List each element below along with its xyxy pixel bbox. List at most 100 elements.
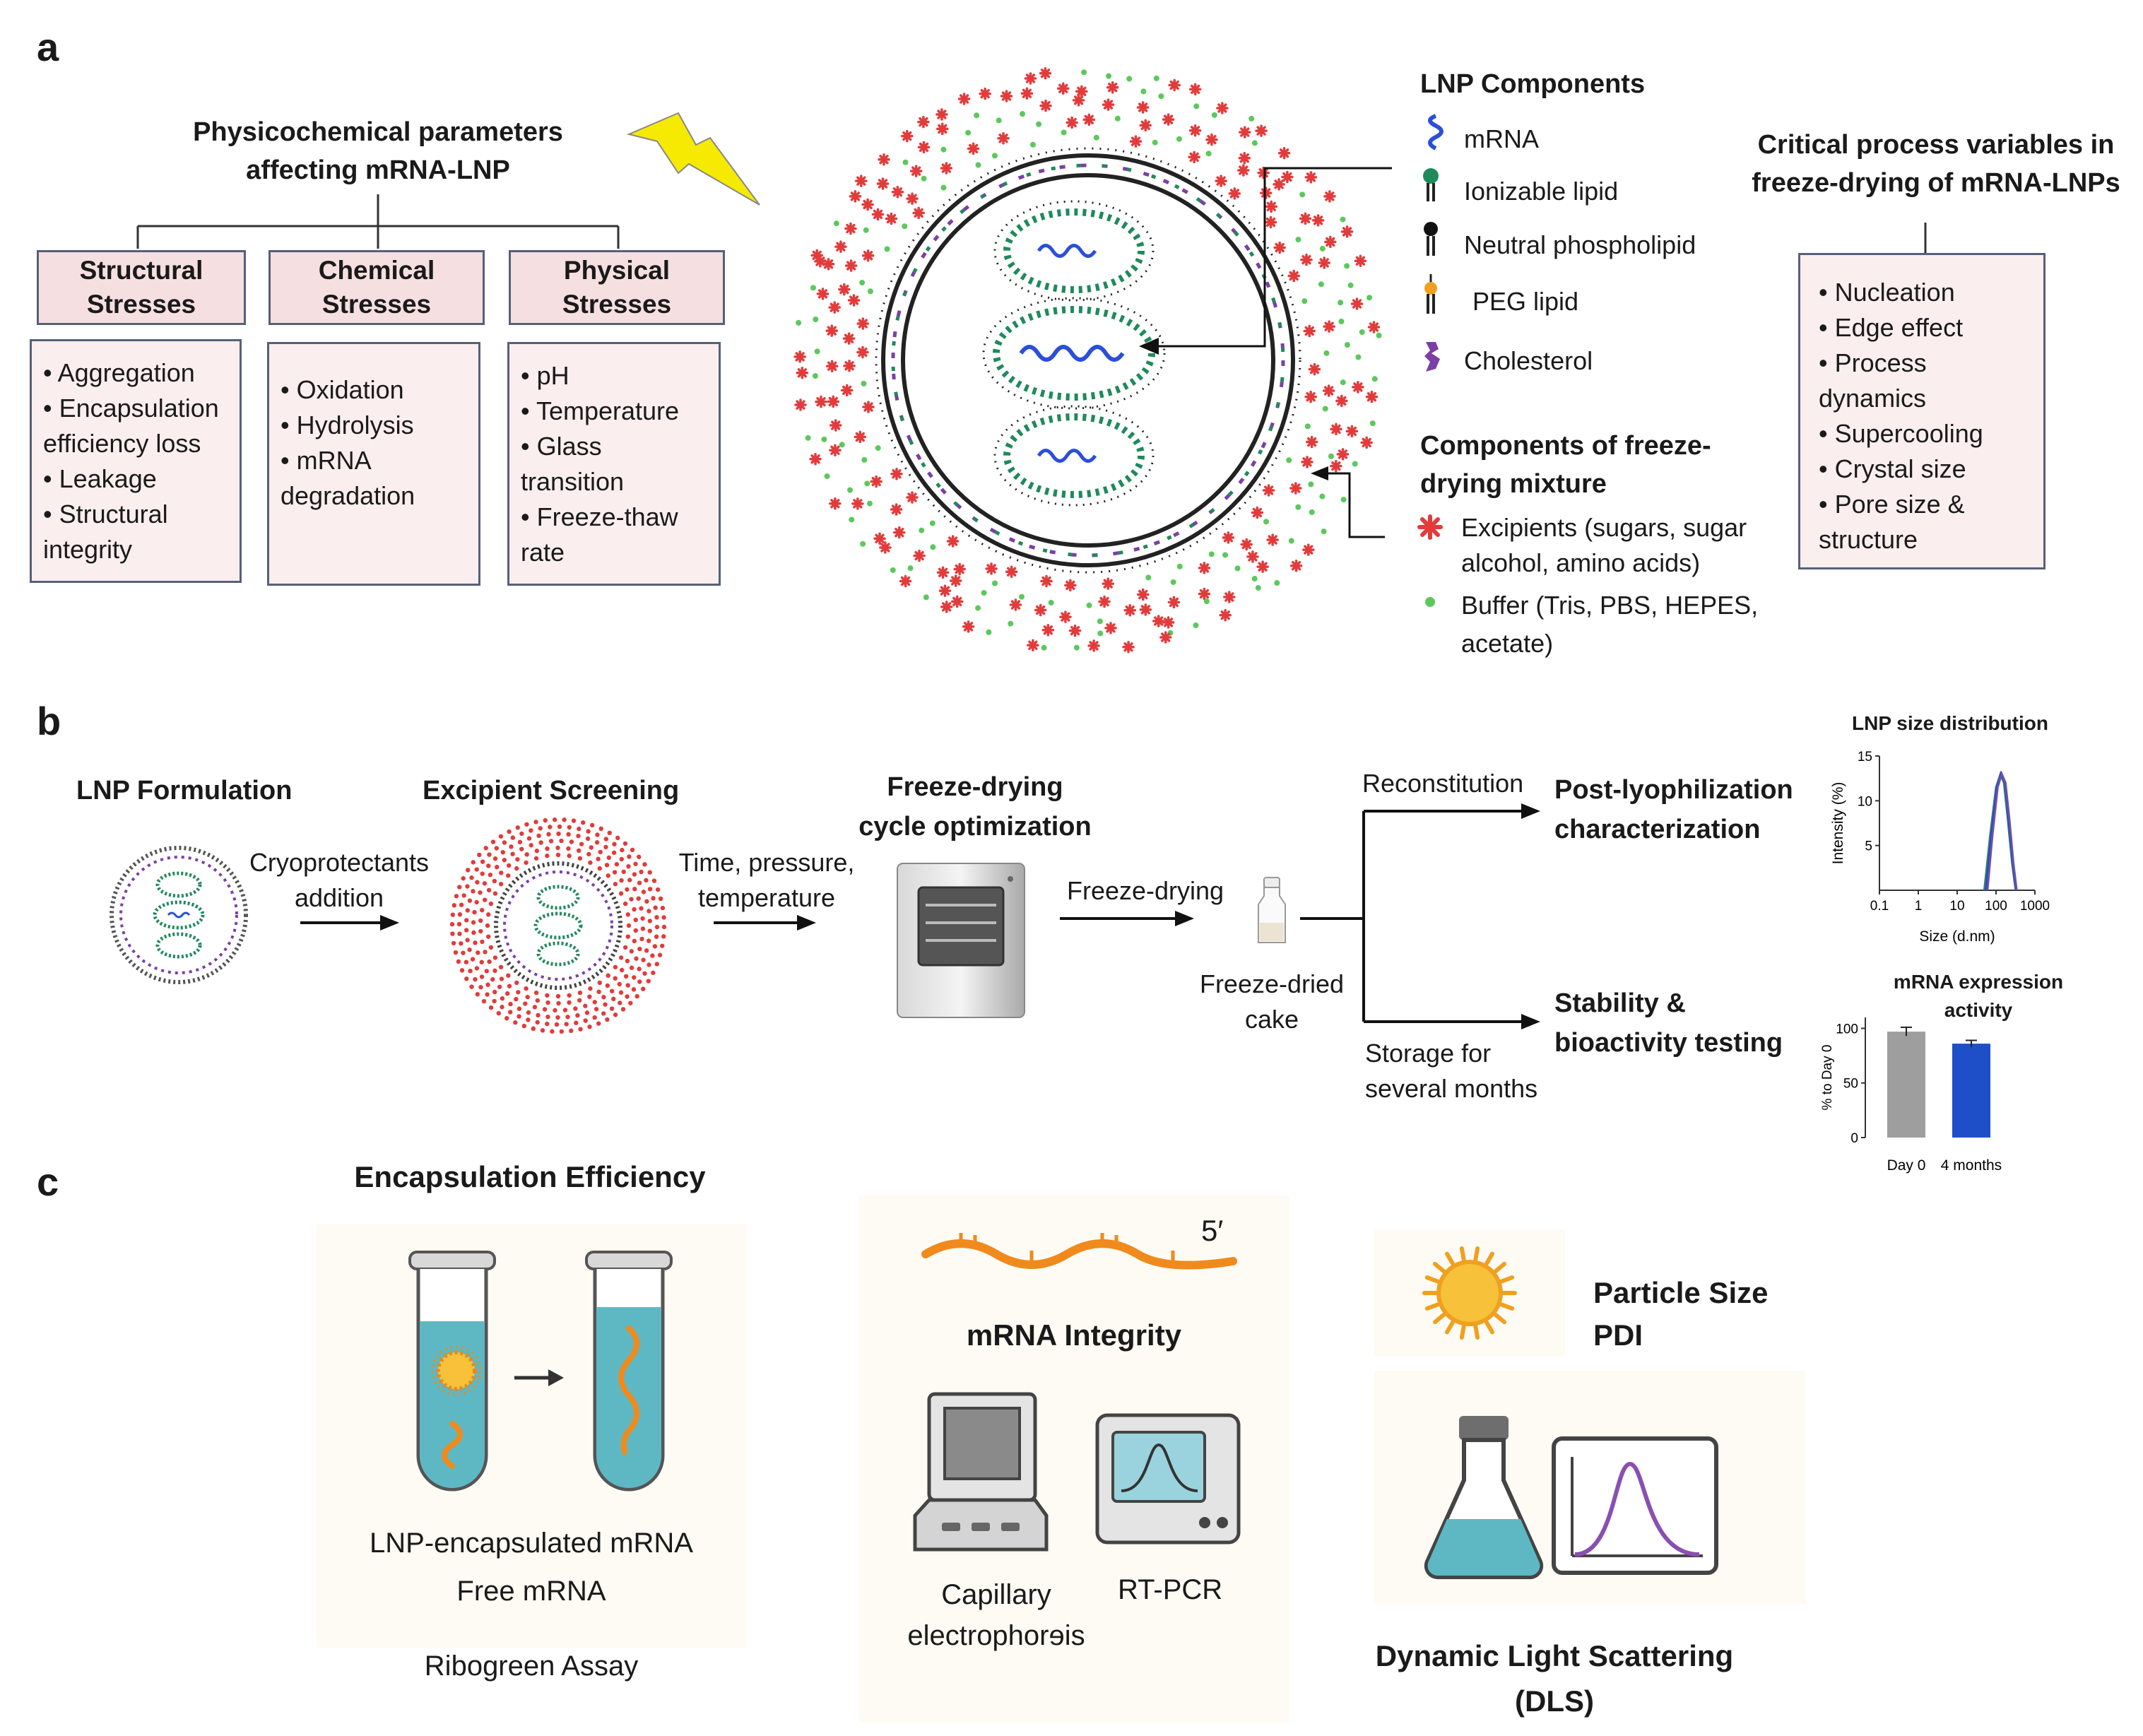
- excipient-dot: [529, 828, 533, 833]
- excipient-mark: [962, 620, 975, 633]
- buffer-dot: [1097, 630, 1104, 637]
- excipient-dot: [641, 890, 647, 894]
- excipient-icon: [1417, 514, 1443, 540]
- excipient-dot: [554, 1022, 560, 1027]
- excipient-dot: [533, 820, 538, 825]
- excipient-mark: [1024, 72, 1037, 85]
- buffer-dot: [1018, 594, 1025, 600]
- buffer-dot: [1344, 263, 1350, 269]
- excipient-dot: [613, 882, 618, 887]
- excipient-dot: [653, 905, 658, 910]
- excipient-dot: [479, 907, 485, 913]
- excipient-screening-icon: [449, 817, 667, 1034]
- excipient-dot: [492, 955, 498, 960]
- excipient-mark: [1057, 82, 1070, 95]
- nanoparticle-icon: [1422, 1246, 1517, 1340]
- excipient-dot: [646, 938, 651, 943]
- excipient-dot: [488, 1005, 494, 1010]
- excipient-dot: [588, 860, 593, 866]
- ee-title: Encapsulation Efficiency: [354, 1160, 706, 1193]
- excipient-mark: [879, 541, 892, 554]
- excipient-buffer-dots: [793, 67, 1382, 654]
- excipient-dot: [609, 988, 615, 993]
- excipient-dot: [597, 980, 602, 986]
- size-chart-title: LNP size distribution: [1852, 712, 2048, 734]
- buffer-dot: [1322, 406, 1328, 412]
- excipient-dot: [479, 974, 485, 979]
- excipient-mark: [810, 249, 824, 262]
- arrow2-label: Time, pressure, temperature: [664, 845, 869, 916]
- excipient-dot: [509, 844, 514, 849]
- excipient-mark: [1136, 101, 1150, 114]
- excipient-mark: [793, 350, 806, 363]
- excipient-dot: [474, 899, 479, 905]
- legend-buffer-line1: Buffer (Tris, PBS, HEPES,: [1461, 591, 1759, 620]
- legend-neutral-phospholipid: Neutral phospholipid: [1464, 230, 1696, 259]
- excipient-dot: [588, 986, 593, 991]
- excipient-mark: [1237, 164, 1250, 177]
- excipient-dot: [623, 974, 629, 979]
- list-item: • Temperature: [521, 396, 680, 425]
- buffer-dot: [1061, 129, 1067, 136]
- buffer-dot: [1376, 332, 1382, 338]
- excipient-dot: [473, 976, 478, 982]
- buffer-dot: [1304, 423, 1311, 430]
- excipient-dot: [457, 931, 462, 936]
- excipient-mark: [985, 562, 998, 575]
- excipient-dot: [500, 996, 505, 1001]
- excipient-mark: [1324, 235, 1337, 249]
- excipient-dot: [534, 849, 540, 854]
- excipient-mark: [856, 317, 870, 330]
- excipient-mark: [1255, 124, 1268, 137]
- excipient-mark: [1087, 639, 1100, 652]
- excipient-dot: [589, 845, 594, 850]
- excipient-dot: [500, 849, 505, 855]
- list-item: • pH: [521, 361, 569, 390]
- excipient-dot: [488, 945, 494, 950]
- excipient-dot: [513, 1020, 518, 1025]
- excipient-dot: [483, 950, 488, 955]
- excipient-dot: [540, 1028, 545, 1033]
- excipient-dot: [581, 820, 586, 825]
- excipient-dot: [471, 889, 476, 894]
- excipient-dot: [525, 994, 530, 1000]
- buffer-dot: [884, 246, 890, 252]
- excipient-dot: [488, 901, 494, 907]
- excipient-dot: [545, 846, 550, 851]
- buffer-dot: [919, 527, 925, 533]
- excipient-mark: [1223, 591, 1236, 603]
- buffer-dot: [867, 288, 873, 295]
- excipient-dot: [495, 864, 500, 870]
- excipient-mark: [855, 175, 868, 187]
- excipient-dot: [657, 952, 663, 957]
- excipient-mark: [1264, 215, 1277, 229]
- excipient-dot: [524, 822, 529, 827]
- excipient-dots: [449, 817, 667, 1034]
- excipient-mark: [1009, 598, 1022, 611]
- storage-line1: Storage for: [1365, 1039, 1492, 1068]
- arrow2-label-line1: Time, pressure,: [678, 848, 855, 877]
- excipient-dot: [510, 851, 515, 856]
- buffer-dot: [929, 520, 935, 526]
- legend-buffer: Buffer (Tris, PBS, HEPES, acetate): [1461, 586, 1758, 663]
- excipient-dot: [655, 887, 661, 892]
- buffer-dot: [986, 629, 992, 635]
- params-title: Physicochemical parameters affecting mRN…: [163, 113, 594, 189]
- excipient-mark: [936, 566, 950, 579]
- buffer-dot: [1093, 134, 1099, 141]
- excipient-dot: [499, 976, 504, 981]
- excipient-mark: [909, 165, 923, 177]
- buffer-dot: [975, 605, 981, 611]
- out-top-line2: characterization: [1554, 815, 1761, 844]
- excipient-mark: [1238, 151, 1251, 165]
- excipient-dot: [506, 973, 511, 978]
- excipient-dot: [565, 1015, 570, 1020]
- buffer-dot: [1248, 115, 1255, 122]
- excipient-dot: [626, 864, 631, 869]
- excipient-dot: [637, 946, 642, 952]
- excipient-dot: [640, 916, 645, 921]
- buffer-dot: [1309, 509, 1315, 515]
- excipient-mark: [938, 584, 952, 597]
- excipient-dot: [603, 1002, 608, 1007]
- excipient-mark: [794, 398, 807, 411]
